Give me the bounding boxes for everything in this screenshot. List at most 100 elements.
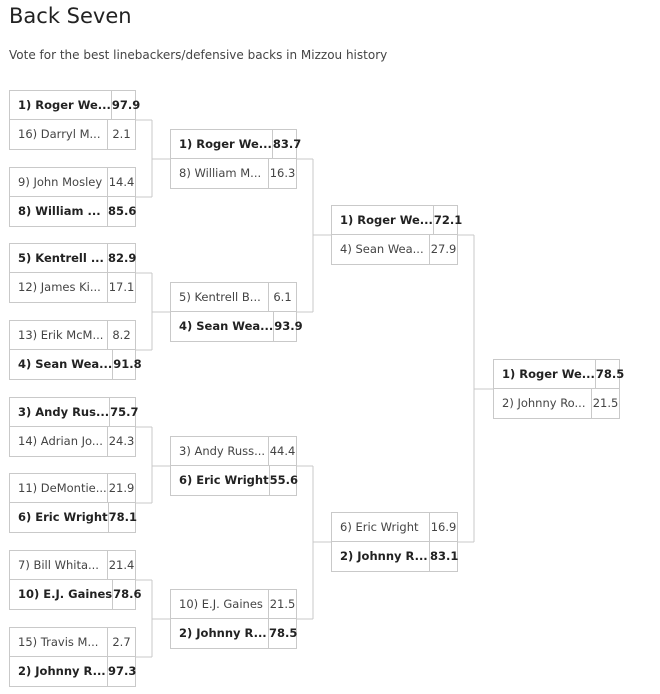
round-1-match-1: 1) Roger We...97.9 16) Darryl M... 2.1 (9, 90, 140, 150)
matchup-row-bottom[interactable]: 16) Darryl M... 2.1 (9, 120, 136, 150)
vote-score: 83.1 (429, 542, 458, 571)
vote-score: 24.3 (107, 427, 135, 456)
matchup-row-top[interactable]: 5) Kentrell B... 6.1 (170, 282, 297, 312)
vote-score: 6.1 (268, 283, 296, 311)
matchup-row-bottom[interactable]: 8) William M... 16.3 (170, 159, 297, 189)
player-name: 5) Kentrell B... (179, 290, 261, 304)
matchup-row-bottom[interactable]: 8) William ... 85.6 (9, 197, 136, 227)
player-name: 14) Adrian Jo... (18, 434, 103, 448)
vote-score: 83.7 (271, 130, 301, 158)
matchup-row-bottom[interactable]: 4) Sean Wea... 27.9 (331, 235, 458, 265)
matchup-row-top[interactable]: 1) Roger We...78.5 (493, 359, 624, 389)
player-name: 1) Roger We... (340, 213, 433, 227)
matchup-row-bottom[interactable]: 12) James Ki... 17.1 (9, 273, 136, 303)
player-name: 12) James Ki... (18, 280, 101, 294)
page-title: Back Seven (9, 4, 132, 28)
matchup-row-top[interactable]: 15) Travis M... 2.7 (9, 627, 136, 657)
player-name: 10) E.J. Gaines (179, 597, 263, 611)
round-1-match-8: 15) Travis M... 2.7 2) Johnny R...97.3 (9, 627, 136, 687)
vote-score: 21.4 (107, 551, 135, 579)
round-1-match-2: 9) John Mosley 14.4 8) William ... 85.6 (9, 167, 136, 227)
matchup-row-bottom[interactable]: 2) Johnny R...83.1 (331, 542, 458, 572)
vote-score: 14.4 (107, 168, 135, 196)
vote-score: 78.5 (594, 360, 624, 388)
vote-score: 16.9 (429, 513, 457, 541)
vote-score: 75.7 (109, 398, 138, 426)
vote-score: 91.8 (112, 350, 142, 379)
round-3-match-1: 1) Roger We...72.1 4) Sean Wea... 27.9 (331, 205, 462, 265)
round-1-match-4: 13) Erik McM...8.2 4) Sean Wea...91.8 (9, 320, 142, 380)
player-name: 5) Kentrell ... (18, 251, 104, 265)
matchup-row-top[interactable]: 1) Roger We...72.1 (331, 205, 462, 235)
page-subtitle: Vote for the best linebackers/defensive … (9, 48, 388, 62)
round-2-match-2: 5) Kentrell B... 6.1 4) Sean Wea...93.9 (170, 282, 303, 342)
player-name: 3) Andy Rus... (18, 405, 110, 419)
player-name: 1) Roger We... (179, 137, 272, 151)
player-name: 16) Darryl M... (18, 127, 101, 141)
round-1-match-3: 5) Kentrell ...82.9 12) James Ki... 17.1 (9, 243, 136, 303)
vote-score: 16.3 (268, 159, 296, 188)
vote-score: 17.1 (107, 273, 135, 302)
player-name: 11) DeMontie... (18, 481, 107, 495)
player-name: 15) Travis M... (18, 635, 99, 649)
matchup-row-bottom[interactable]: 2) Johnny Ro...21.5 (493, 389, 620, 419)
final-match: 1) Roger We...78.5 2) Johnny Ro...21.5 (493, 359, 624, 419)
vote-score: 2.7 (107, 628, 135, 656)
player-name: 7) Bill Whita... (18, 558, 99, 572)
player-name: 10) E.J. Gaines (18, 587, 113, 601)
vote-score: 8.2 (107, 321, 135, 349)
matchup-row-top[interactable]: 11) DeMontie...21.9 (9, 473, 136, 503)
matchup-row-bottom[interactable]: 14) Adrian Jo... 24.3 (9, 427, 136, 457)
matchup-row-top[interactable]: 5) Kentrell ...82.9 (9, 243, 136, 273)
vote-score: 2.1 (107, 120, 135, 149)
player-name: 8) William M... (179, 166, 262, 180)
matchup-row-bottom[interactable]: 2) Johnny R...78.5 (170, 619, 297, 649)
vote-score: 82.9 (107, 244, 136, 272)
vote-score: 21.5 (591, 389, 619, 418)
matchup-row-top[interactable]: 7) Bill Whita... 21.4 (9, 550, 136, 580)
matchup-row-bottom[interactable]: 4) Sean Wea...93.9 (170, 312, 303, 342)
player-name: 6) Eric Wright (179, 473, 269, 487)
vote-score: 78.1 (107, 503, 137, 532)
matchup-row-top[interactable]: 3) Andy Rus...75.7 (9, 397, 138, 427)
player-name: 4) Sean Wea... (18, 357, 113, 371)
round-1-match-5: 3) Andy Rus...75.7 14) Adrian Jo... 24.3 (9, 397, 138, 457)
player-name: 6) Eric Wright (18, 510, 108, 524)
player-name: 8) William ... (18, 204, 101, 218)
player-name: 13) Erik McM... (18, 328, 104, 342)
matchup-row-bottom[interactable]: 2) Johnny R...97.3 (9, 657, 136, 687)
player-name: 1) Roger We... (502, 367, 595, 381)
player-name: 4) Sean Wea... (340, 242, 424, 256)
matchup-row-bottom[interactable]: 4) Sean Wea...91.8 (9, 350, 142, 380)
matchup-row-top[interactable]: 13) Erik McM...8.2 (9, 320, 136, 350)
matchup-row-top[interactable]: 10) E.J. Gaines 21.5 (170, 589, 297, 619)
round-2-match-4: 10) E.J. Gaines 21.5 2) Johnny R...78.5 (170, 589, 297, 649)
matchup-row-top[interactable]: 3) Andy Russ...44.4 (170, 436, 297, 466)
matchup-row-top[interactable]: 1) Roger We...83.7 (170, 129, 301, 159)
player-name: 2) Johnny R... (340, 549, 428, 563)
player-name: 1) Roger We... (18, 98, 111, 112)
vote-score: 93.9 (273, 312, 303, 341)
vote-score: 97.9 (110, 91, 140, 119)
vote-score: 78.5 (268, 619, 297, 648)
vote-score: 85.6 (107, 197, 136, 226)
vote-score: 72.1 (432, 206, 462, 234)
player-name: 9) John Mosley (18, 175, 103, 189)
vote-score: 27.9 (429, 235, 457, 264)
vote-score: 21.5 (268, 590, 296, 618)
player-name: 2) Johnny R... (18, 664, 106, 678)
vote-score: 97.3 (107, 657, 136, 686)
matchup-row-top[interactable]: 9) John Mosley 14.4 (9, 167, 136, 197)
matchup-row-top[interactable]: 1) Roger We...97.9 (9, 90, 140, 120)
vote-score: 78.6 (112, 580, 142, 609)
